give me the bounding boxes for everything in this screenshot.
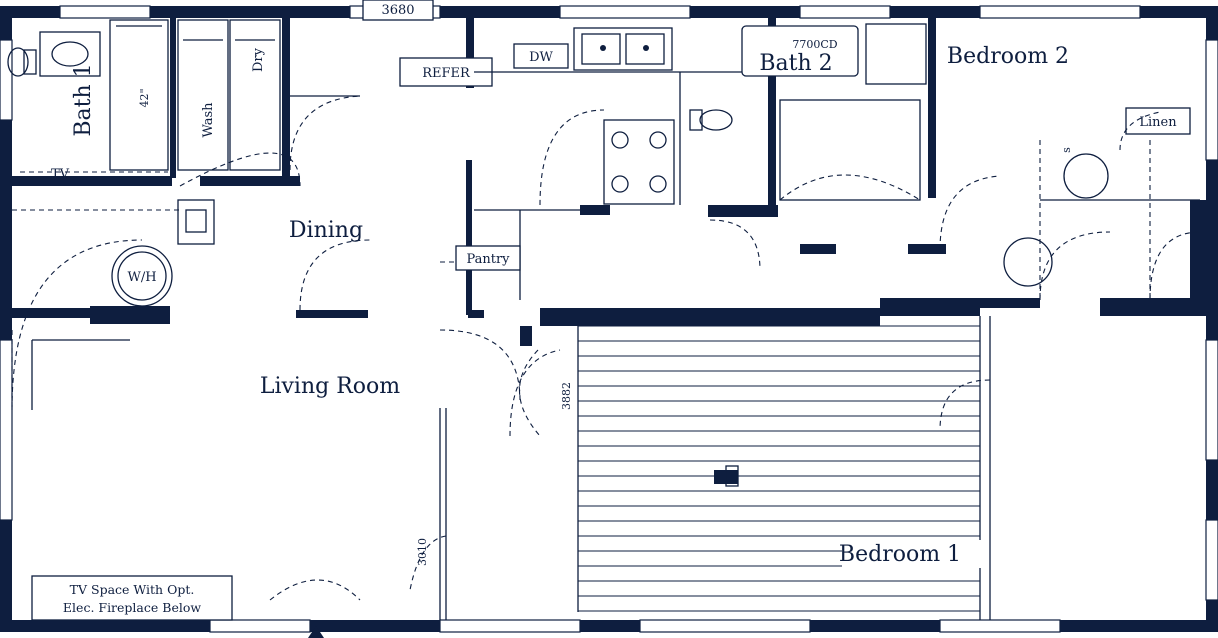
bedroom-closet-dimension: 3882 <box>560 382 573 410</box>
bath-2-label: Bath 2 <box>759 51 832 76</box>
tv-space-note: TV Space With Opt. Elec. Fireplace Below <box>31 575 233 621</box>
linen-label: Linen <box>1139 115 1177 130</box>
interior-walls <box>12 18 1206 484</box>
refrigerator-label: REFER <box>422 66 471 81</box>
bedroom-2: Bedroom 2 Linen s <box>939 44 1201 301</box>
washer-label: Wash <box>201 102 216 138</box>
dining-area: W/H Dining <box>11 152 371 411</box>
water-heater-label: W/H <box>127 270 156 285</box>
laundry: Wash Dry <box>177 19 361 171</box>
top-window-dimension: 3680 <box>381 3 414 18</box>
bedroom-1-label: Bedroom 1 <box>839 542 961 567</box>
dining-label: Dining <box>289 218 363 243</box>
pantry-label: Pantry <box>466 252 510 267</box>
living-room-label: Living Room <box>260 374 400 399</box>
top-window-tag: 3680 <box>362 0 434 21</box>
tub-dimension: 7700CD <box>792 38 837 51</box>
bath1-closet-dimension: 42" <box>138 88 151 107</box>
tv-label: TV <box>51 167 70 182</box>
tv-space-note-line-1: TV Space With Opt. <box>70 582 195 597</box>
bath-2: 7700CD Bath 2 <box>689 23 927 201</box>
tv-space-note-line-2: Elec. Fireplace Below <box>63 600 201 615</box>
bath-1: 42" Bath 1 TV <box>7 19 169 182</box>
kitchen: REFER DW Pantry <box>399 27 770 300</box>
dishwasher-label: DW <box>529 50 553 65</box>
living-closet-dimension: 3010 <box>416 538 429 566</box>
bedroom2-closet-mark: s <box>1060 147 1073 153</box>
bedroom-1: 3882 Bedroom 1 <box>519 316 991 620</box>
bedroom-1-hatch <box>577 325 980 612</box>
bedroom-2-label: Bedroom 2 <box>947 44 1069 69</box>
dryer-label: Dry <box>251 47 266 72</box>
living-room: Living Room 3010 <box>11 329 561 638</box>
bath-1-label: Bath 1 <box>71 63 96 136</box>
